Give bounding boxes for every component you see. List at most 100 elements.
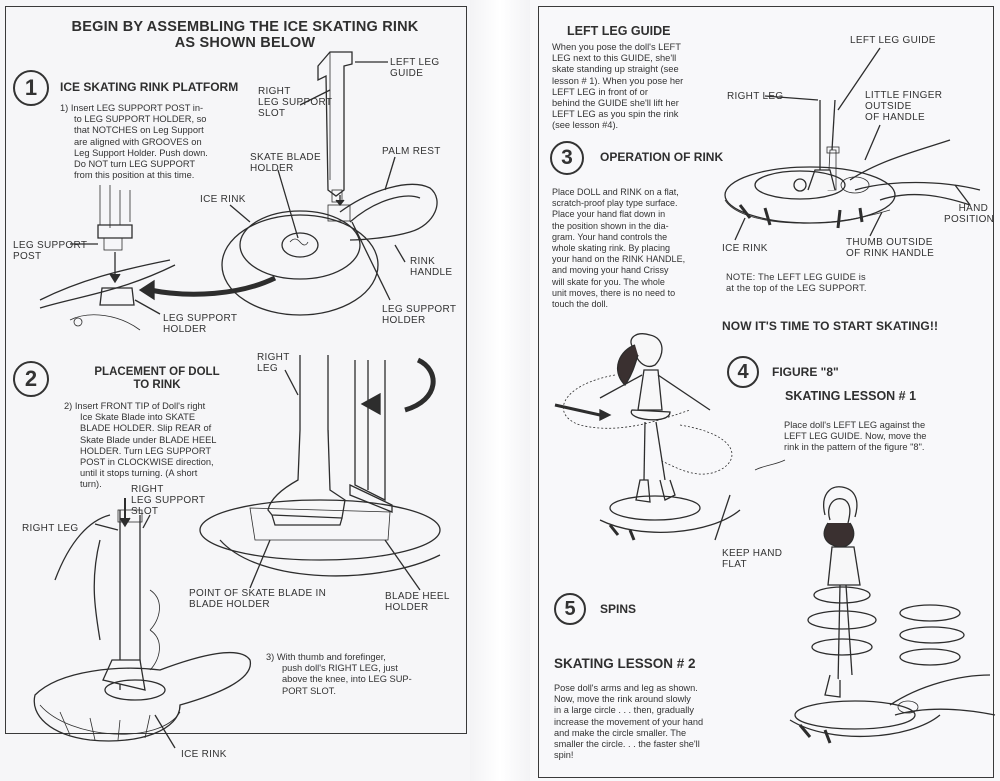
spin-illustration: [789, 486, 996, 744]
text-line: LEFT LEG GUIDE. Now, move the: [784, 431, 927, 442]
instruction-line: above the knee, into LEG SUP-: [282, 674, 412, 685]
step-5-number: 5: [554, 593, 586, 625]
label-ice-rink-diagram: ICE RINK: [722, 243, 768, 254]
step-2-heading-line-1: PLACEMENT OF DOLL: [94, 366, 220, 378]
rink-operation-illustration: [724, 47, 981, 241]
rink-handle-shape: [339, 183, 438, 241]
text-line: increase the movement of your hand: [554, 716, 704, 727]
step-1-instructions: 1) Insert LEG SUPPORT POST in- to LEG SU…: [60, 103, 240, 181]
text-line: and moving your hand Crissy: [552, 265, 669, 276]
ice-rink-shape: [221, 214, 379, 316]
lesson-1-text: Place doll's LEFT LEG against the LEFT L…: [784, 420, 980, 454]
note-text: NOTE: The LEFT LEG GUIDE is at the top o…: [726, 272, 867, 294]
step-1-heading: ICE SKATING RINK PLATFORM: [60, 80, 239, 94]
left-page: [0, 0, 500, 781]
rink-shape: [33, 651, 251, 742]
text-line: touch the doll.: [552, 299, 609, 310]
label-right-leg: RIGHT LEG: [22, 523, 79, 534]
text-line: the position shown in the dia-: [552, 220, 669, 231]
instruction-line: are aligned with GROOVES on: [74, 136, 202, 147]
step-2-heading: PLACEMENT OF DOLL TO RINK: [82, 366, 232, 392]
step-3-heading: OPERATION OF RINK: [600, 150, 724, 164]
label-left-leg-guide-diagram: LEFT LEG GUIDE: [850, 35, 936, 46]
right-page: [500, 0, 1000, 781]
text-line: and make the circle smaller. The: [554, 727, 687, 738]
step-3-number: 3: [550, 141, 584, 175]
text-line: Place DOLL and RINK on a flat,: [552, 187, 679, 197]
hand-shape: [889, 674, 996, 716]
text-line: LEFT LEG in front of or: [552, 86, 648, 97]
instruction-line: push doll's RIGHT LEG, just: [282, 663, 398, 674]
text-line: unit moves, there is no need to: [552, 287, 676, 298]
text-line: will skate for you. The whole: [552, 276, 665, 287]
doll-placement-illustration: [33, 355, 441, 749]
page-title-line-2: AS SHOWN BELOW: [174, 35, 316, 51]
right-page-border: [538, 6, 994, 778]
doll-head: [630, 333, 663, 367]
instruction-line: 3) With thumb and forefinger,: [266, 652, 386, 662]
text-line: your hand on the RINK HANDLE,: [552, 254, 686, 265]
step-2-instructions: 2) Insert FRONT TIP of Doll's right Ice …: [64, 401, 244, 491]
label-palm-rest: PALM REST: [382, 146, 441, 157]
step-2-heading-line-2: TO RINK: [133, 379, 181, 391]
note-line-1: NOTE: The LEFT LEG GUIDE is: [726, 272, 866, 282]
lesson-2-text: Pose doll's arms and leg as shown. Now, …: [554, 683, 734, 761]
instruction-line: HOLDER. Turn LEG SUPPORT: [80, 445, 212, 456]
step-3-instructions: 3) With thumb and forefinger, push doll'…: [266, 652, 441, 697]
step-2-number: 2: [13, 361, 49, 397]
text-line: smaller the circle. . . the faster she'l…: [554, 739, 700, 750]
start-skating-banner: NOW IT'S TIME TO START SKATING!!: [722, 319, 939, 333]
label-right-leg-diagram: RIGHT LEG: [727, 91, 784, 102]
rink-shape: [724, 166, 896, 224]
instruction-line: POST in CLOCKWISE direction,: [80, 457, 214, 468]
instruction-line: 2) Insert FRONT TIP of Doll's right: [64, 401, 206, 411]
page-title-line-1: BEGIN BY ASSEMBLING THE ICE SKATING RINK: [71, 19, 419, 35]
step-5-heading: SPINS: [600, 602, 637, 616]
instruction-line: until it stops turning. (A short: [80, 468, 198, 479]
note-line-2: at the top of the LEG SUPPORT.: [726, 283, 867, 294]
text-line: whole skating rink. By placing: [552, 243, 671, 254]
left-page-border: [5, 6, 467, 734]
instruction-line: to LEG SUPPORT HOLDER, so: [74, 114, 207, 125]
leg-support-post-shape: [317, 51, 353, 197]
text-line: skate standing up straight (see: [552, 64, 679, 75]
step-4-number: 4: [727, 356, 759, 388]
step-1-number: 1: [13, 70, 49, 106]
text-line: LEG next to this GUIDE, she'll: [552, 53, 677, 64]
instruction-line: Leg Support Holder. Push down.: [74, 147, 208, 158]
instruction-line: from this position at this time.: [74, 170, 195, 181]
left-leg-guide-heading: LEFT LEG GUIDE: [567, 24, 671, 38]
instruction-line: 1) Insert LEG SUPPORT POST in-: [60, 103, 204, 113]
text-line: LEFT LEG as you spin the rink: [552, 109, 679, 120]
instruction-line: BLADE HOLDER. Slip REAR of: [80, 423, 212, 434]
instruction-line: Skate Blade under BLADE HEEL: [80, 434, 217, 445]
text-line: (see lesson #4).: [552, 120, 619, 131]
text-line: Pose doll's arms and leg as shown.: [554, 683, 698, 693]
instruction-line: PORT SLOT.: [282, 685, 336, 696]
text-line: lesson # 1). When you pose her: [552, 75, 684, 86]
text-line: rink in the pattern of the figure "8".: [784, 442, 925, 453]
page-title: BEGIN BY ASSEMBLING THE ICE SKATING RINK…: [60, 19, 430, 51]
text-line: Place doll's LEFT LEG against the: [784, 420, 926, 430]
instruction-line: that NOTCHES on Leg Support: [74, 125, 204, 136]
label-ice-rink-2: ICE RINK: [181, 749, 227, 760]
step-3-text: Place DOLL and RINK on a flat, scratch-p…: [552, 187, 712, 310]
text-line: scratch-proof play type surface.: [552, 198, 678, 209]
instruction-line: turn).: [80, 479, 102, 490]
rink-assembly-illustration: [39, 51, 438, 331]
text-line: behind the GUIDE she'll lift her: [552, 98, 679, 109]
text-line: spin!: [554, 750, 574, 761]
